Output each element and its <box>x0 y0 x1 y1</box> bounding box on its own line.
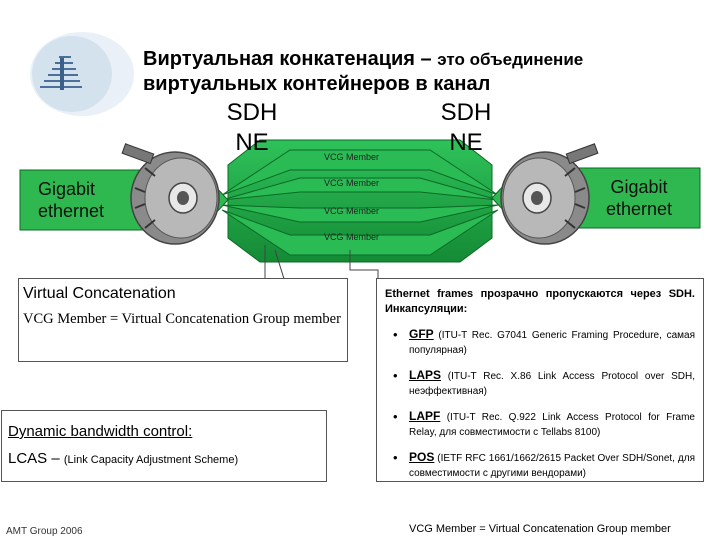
connector-lcas <box>274 249 292 300</box>
list-item: •GFP (ITU-T Rec. G7041 Generic Framing P… <box>393 327 695 356</box>
lcas-box: Dynamic bandwidth control: LCAS – (Link … <box>1 410 327 482</box>
encapsulation-list: •GFP (ITU-T Rec. G7041 Generic Framing P… <box>385 327 695 481</box>
list-item: •LAPS (ITU-T Rec. X.86 Link Access Proto… <box>393 368 695 397</box>
slide-title-line2: виртуальных контейнеров в канал <box>143 73 491 95</box>
vcg-member-label-4: VCG Member <box>324 232 380 242</box>
virtual-concatenation-box: Virtual Concatenation VCG Member = Virtu… <box>18 278 348 362</box>
gear-right-icon <box>500 143 599 245</box>
lcas-acronym: LCAS – <box>8 450 64 467</box>
list-item: •LAPF (ITU-T Rec. Q.922 Link Access Prot… <box>393 409 695 438</box>
virtual-concatenation-heading: Virtual Concatenation <box>23 285 176 302</box>
pipe-4 <box>221 209 499 256</box>
gigabit-ethernet-right-label: Gigabit ethernet <box>606 177 673 219</box>
vcg-member-label-2: VCG Member <box>324 178 380 188</box>
vcg-member-label-1: VCG Member <box>324 152 380 162</box>
sdh-ne-right-label: SDH NE <box>440 99 492 156</box>
footer-right: VCG Member = Virtual Concatenation Group… <box>409 523 671 535</box>
company-logo <box>30 32 134 116</box>
lcas-heading: Dynamic bandwidth control: <box>8 423 193 440</box>
virtual-concatenation-text: VCG Member = Virtual Concatenation Group… <box>23 311 341 327</box>
list-item: •POS (IETF RFC 1661/1662/2615 Packet Ove… <box>393 450 695 479</box>
gear-left-icon <box>121 143 220 245</box>
gigabit-ethernet-left-label: Gigabit ethernet <box>38 179 105 221</box>
vcg-member-label-3: VCG Member <box>324 206 380 216</box>
lcas-line: LCAS – (Link Capacity Adjustment Scheme) <box>8 450 320 468</box>
vcg-pipes-diagram <box>19 139 701 300</box>
sdh-ne-left-label: SDH NE <box>226 99 278 156</box>
footer-left: AMT Group 2006 <box>6 526 83 537</box>
slide-title-line1: Виртуальная конкатенация – это объединен… <box>143 48 584 70</box>
lcas-expansion: (Link Capacity Adjustment Scheme) <box>63 454 239 466</box>
encapsulation-intro: Ethernet frames прозрачно пропускаются ч… <box>385 288 695 315</box>
encapsulation-box: Ethernet frames прозрачно пропускаются ч… <box>376 278 704 482</box>
